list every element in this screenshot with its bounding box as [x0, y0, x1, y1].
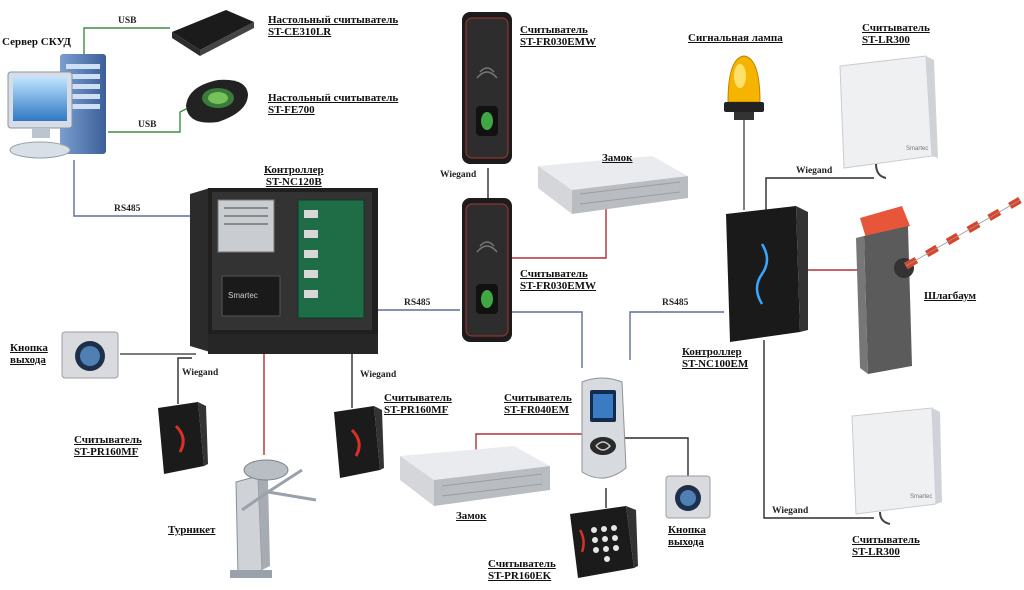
- wiegand-label-4: Wiegand: [796, 166, 833, 176]
- exit-button-icon: [665, 475, 711, 519]
- controller-cabinet-icon: [726, 206, 808, 342]
- lock-top-label: Замок: [602, 152, 633, 164]
- wiegand-label-1: Wiegand: [440, 170, 477, 180]
- label-line1: Контроллер: [264, 164, 324, 176]
- label-line2: ST-CE310LR: [268, 26, 332, 38]
- fingerprint-reader-icon: [462, 198, 512, 342]
- pr160ek-label: Считыватель ST-PR160EK: [488, 558, 556, 582]
- label-line1: Считыватель: [520, 24, 588, 36]
- pr160mf-left-label: Считыватель ST-PR160MF: [74, 434, 142, 458]
- wiegand-label-3: Wiegand: [360, 370, 397, 380]
- svg-text:Smartec: Smartec: [910, 494, 932, 500]
- label-line2: выхода: [668, 536, 704, 548]
- svg-text:Smartec: Smartec: [906, 146, 928, 152]
- rs485-wire-1: [73, 160, 192, 217]
- label-line2: ST-PR160MF: [74, 446, 139, 458]
- proximity-reader-icon: [158, 402, 208, 474]
- desktop-reader-icon: [172, 10, 254, 56]
- lock-bottom-label: Замок: [456, 510, 487, 522]
- pr160mf-mid-label: Считыватель ST-PR160MF: [384, 392, 452, 416]
- signal-lamp-icon: [724, 55, 764, 120]
- label-line1: Кнопка: [668, 524, 706, 536]
- wiegand-label-5: Wiegand: [772, 506, 809, 516]
- label-line1: Считыватель: [488, 558, 556, 570]
- turnstile-icon: [230, 459, 317, 578]
- desktop-reader-2-label: Настольный считыватель ST-FE700: [268, 92, 398, 116]
- label-line1: Контроллер: [682, 346, 742, 358]
- usb-wire-1: [83, 27, 170, 56]
- keypad-reader-icon: [570, 506, 638, 578]
- label-line2: ST-FR030EMW: [520, 36, 596, 48]
- uhf-reader-icon: Smartec: [839, 55, 938, 179]
- face-reader-icon: [581, 377, 627, 479]
- signal-lamp-label: Сигнальная лампа: [688, 32, 783, 44]
- power-wire-lock-top: [512, 208, 607, 259]
- label-line1: Считыватель: [384, 392, 452, 404]
- svg-text:Smartec: Smartec: [228, 291, 258, 300]
- lr300-bottom-label: Считыватель ST-LR300: [852, 534, 920, 558]
- label-line1: Настольный считыватель: [268, 14, 399, 26]
- label-line1: Считыватель: [520, 268, 588, 280]
- fr030-top-label: Считыватель ST-FR030EMW: [520, 24, 596, 48]
- controller-nc100em-label: Контроллер ST-NC100EM: [682, 346, 748, 370]
- label-line2: ST-PR160MF: [384, 404, 449, 416]
- exit-button-left-label: Кнопка выхода: [10, 342, 48, 366]
- fingerprint-reader-icon: [186, 79, 248, 123]
- exit-button-right-label: Кнопка выхода: [668, 524, 706, 548]
- rs485-wire-4: [629, 311, 724, 360]
- wiegand-label-2: Wiegand: [182, 368, 219, 378]
- rs485-label-3: RS485: [662, 298, 689, 308]
- uhf-reader-icon: Smartec: [851, 407, 942, 525]
- label-line2: ST-FR030EMW: [520, 280, 596, 292]
- label-line2: ST-LR300: [862, 34, 910, 46]
- label-line2: выхода: [10, 354, 46, 366]
- label-line1: Кнопка: [10, 342, 48, 354]
- fr040em-label: Считыватель ST-FR040EM: [504, 392, 572, 416]
- barrier-gate-icon: [856, 196, 1022, 374]
- label-line2: ST-NC120B: [265, 176, 322, 188]
- label-line2: ST-PR160EK: [488, 570, 552, 582]
- barrier-label: Шлагбаум: [924, 290, 977, 302]
- label-line1: Считыватель: [74, 434, 142, 446]
- label-line1: Считыватель: [852, 534, 920, 546]
- proximity-reader-icon: [334, 406, 384, 478]
- turnstile-label: Турникет: [168, 524, 216, 536]
- magnetic-lock-icon: [400, 446, 550, 506]
- label-line1: Настольный считыватель: [268, 92, 399, 104]
- rs485-wire-3: [512, 311, 583, 368]
- label-line1: Считыватель: [862, 22, 930, 34]
- magnetic-lock-icon: [538, 156, 688, 214]
- wiegand-wire-lr300-bottom: [763, 340, 874, 519]
- fr030-mid-label: Считыватель ST-FR030EMW: [520, 268, 596, 292]
- label-line2: ST-LR300: [852, 546, 900, 558]
- label-line2: ST-FR040EM: [504, 404, 569, 416]
- fingerprint-reader-icon: [462, 12, 512, 164]
- label-line2: ST-NC100EM: [682, 358, 749, 370]
- rs485-label-1: RS485: [114, 204, 141, 214]
- server-label: Сервер СКУД: [2, 36, 71, 48]
- label-line1: Считыватель: [504, 392, 572, 404]
- rs485-label-2: RS485: [404, 298, 431, 308]
- controller-cabinet-icon: Smartec: [190, 188, 378, 354]
- wire-exit-button-right: [622, 437, 689, 478]
- exit-button-icon: [61, 331, 119, 379]
- usb-label-1: USB: [118, 16, 137, 26]
- desktop-reader-1-label: Настольный считыватель ST-CE310LR: [268, 14, 398, 38]
- controller-nc120b-label: Контроллер ST-NC120B: [264, 164, 324, 188]
- label-line2: ST-FE700: [268, 104, 315, 116]
- wiegand-wire-pr160-left: [177, 357, 192, 404]
- usb-label-2: USB: [138, 120, 157, 130]
- wiegand-wire-lr300-top: [765, 177, 874, 214]
- server-icon: [7, 54, 106, 159]
- lr300-top-label: Считыватель ST-LR300: [862, 22, 930, 46]
